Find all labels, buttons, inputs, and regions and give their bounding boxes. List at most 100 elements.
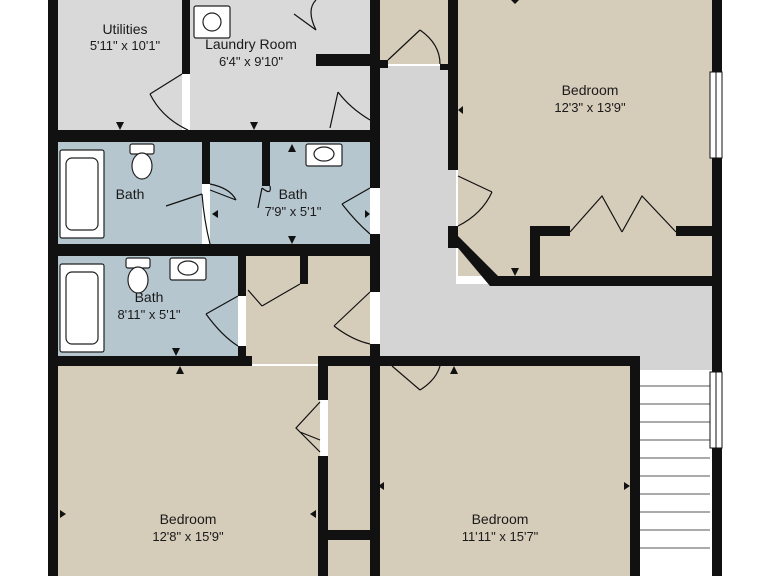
dimension-marker — [212, 210, 218, 218]
doors — [149, 0, 677, 453]
wall — [318, 456, 328, 576]
stairs — [634, 385, 710, 549]
dimension-marker — [288, 236, 296, 244]
bath-lower-name: Bath — [135, 289, 164, 305]
bath-upper-right-name: Bath — [279, 186, 308, 202]
wall — [370, 344, 380, 576]
door-swing — [387, 29, 441, 65]
wall — [58, 356, 252, 366]
wall — [448, 66, 458, 170]
wall — [448, 236, 498, 286]
bedroom-sw-dims: 12'8" x 15'9" — [152, 529, 224, 544]
wall — [370, 130, 380, 188]
hall-floor-stair — [632, 356, 712, 370]
door-swing — [341, 187, 371, 235]
bedroom-ne-dims: 12'3" x 13'9" — [554, 100, 626, 115]
wall — [238, 346, 246, 358]
bathtub-basin — [65, 271, 99, 345]
bath-upper-right-dims: 7'9" x 5'1" — [265, 204, 322, 219]
wall — [530, 226, 570, 236]
dimension-marker — [458, 106, 463, 114]
dimension-markers — [60, 0, 630, 518]
door-swing — [293, 0, 317, 31]
wall — [448, 0, 458, 66]
dimension-marker — [60, 510, 66, 518]
wall — [440, 356, 640, 366]
wall — [58, 130, 380, 142]
dimension-marker — [365, 210, 370, 218]
bedroom-ne-floor — [458, 0, 712, 276]
toilet-bowl — [131, 152, 153, 180]
dimension-marker — [511, 0, 519, 4]
wall — [202, 142, 210, 184]
room-labels: Utilities 5'11" x 10'1" Laundry Room 6'4… — [90, 21, 626, 544]
dimension-marker — [116, 122, 124, 130]
door-swing — [457, 175, 493, 227]
door-swing — [149, 73, 189, 131]
walls — [48, 0, 722, 576]
sink-basin — [177, 260, 199, 276]
dimension-marker — [450, 366, 458, 374]
dimension-marker — [310, 510, 316, 518]
hall-floor-east — [456, 284, 712, 356]
bedroom-s-floor — [380, 366, 630, 576]
utilities-dims: 5'11" x 10'1" — [90, 38, 161, 53]
fixtures — [59, 5, 343, 353]
wall — [676, 226, 712, 236]
dimension-marker — [624, 482, 630, 490]
utilities-name: Utilities — [102, 21, 147, 37]
dimension-marker — [172, 348, 180, 356]
bathtub-basin — [65, 157, 99, 231]
wall — [328, 530, 372, 540]
door-swing — [247, 283, 301, 307]
bath-upper-left-name: Bath — [116, 186, 145, 202]
washer-drum — [202, 12, 222, 32]
laundry-alcove-floor — [316, 0, 370, 54]
bedroom-sw-floor — [58, 366, 320, 576]
utilities-floor — [58, 0, 182, 130]
wall — [630, 356, 640, 576]
bath-upper-right-floor — [210, 142, 370, 246]
wall — [490, 276, 712, 286]
closet-top-floor — [380, 0, 450, 64]
wall — [300, 256, 308, 284]
dimension-marker — [176, 366, 184, 374]
dimension-marker — [511, 268, 519, 276]
dimension-marker — [378, 482, 384, 490]
bedroom-sw-name: Bedroom — [160, 511, 217, 527]
bedroom-s-dims: 11'11" x 15'7" — [462, 529, 539, 544]
wall — [182, 0, 190, 74]
dimension-marker — [250, 122, 258, 130]
hall-floor — [380, 66, 456, 356]
door-swing — [391, 365, 441, 391]
bedroom-ne-name: Bedroom — [562, 82, 619, 98]
windows — [709, 71, 723, 449]
wall — [318, 356, 328, 400]
door-swing — [333, 291, 371, 345]
wall — [712, 0, 722, 576]
wall — [238, 256, 246, 296]
wall — [370, 256, 380, 292]
wall — [316, 54, 378, 66]
stair-floor — [632, 370, 712, 560]
closet-door-swing — [295, 401, 321, 453]
wall — [58, 244, 380, 256]
bath-lower-dims: 8'11" x 5'1" — [117, 307, 180, 322]
door-swing — [165, 193, 211, 245]
dimension-marker — [288, 144, 296, 152]
laundry-dims: 6'4" x 9'10" — [219, 54, 283, 69]
wall — [380, 60, 388, 68]
sink-basin — [313, 146, 335, 162]
door-swing — [209, 183, 237, 201]
bedroom-s-name: Bedroom — [472, 511, 529, 527]
door-swing — [257, 185, 271, 209]
toilet-bowl — [127, 266, 149, 294]
laundry-name: Laundry Room — [205, 36, 297, 52]
wall — [48, 0, 58, 576]
wall — [262, 142, 270, 186]
wall — [530, 226, 540, 282]
closet-s-floor — [328, 366, 372, 576]
door-swing — [329, 91, 371, 129]
closet-door-swing — [569, 194, 677, 233]
